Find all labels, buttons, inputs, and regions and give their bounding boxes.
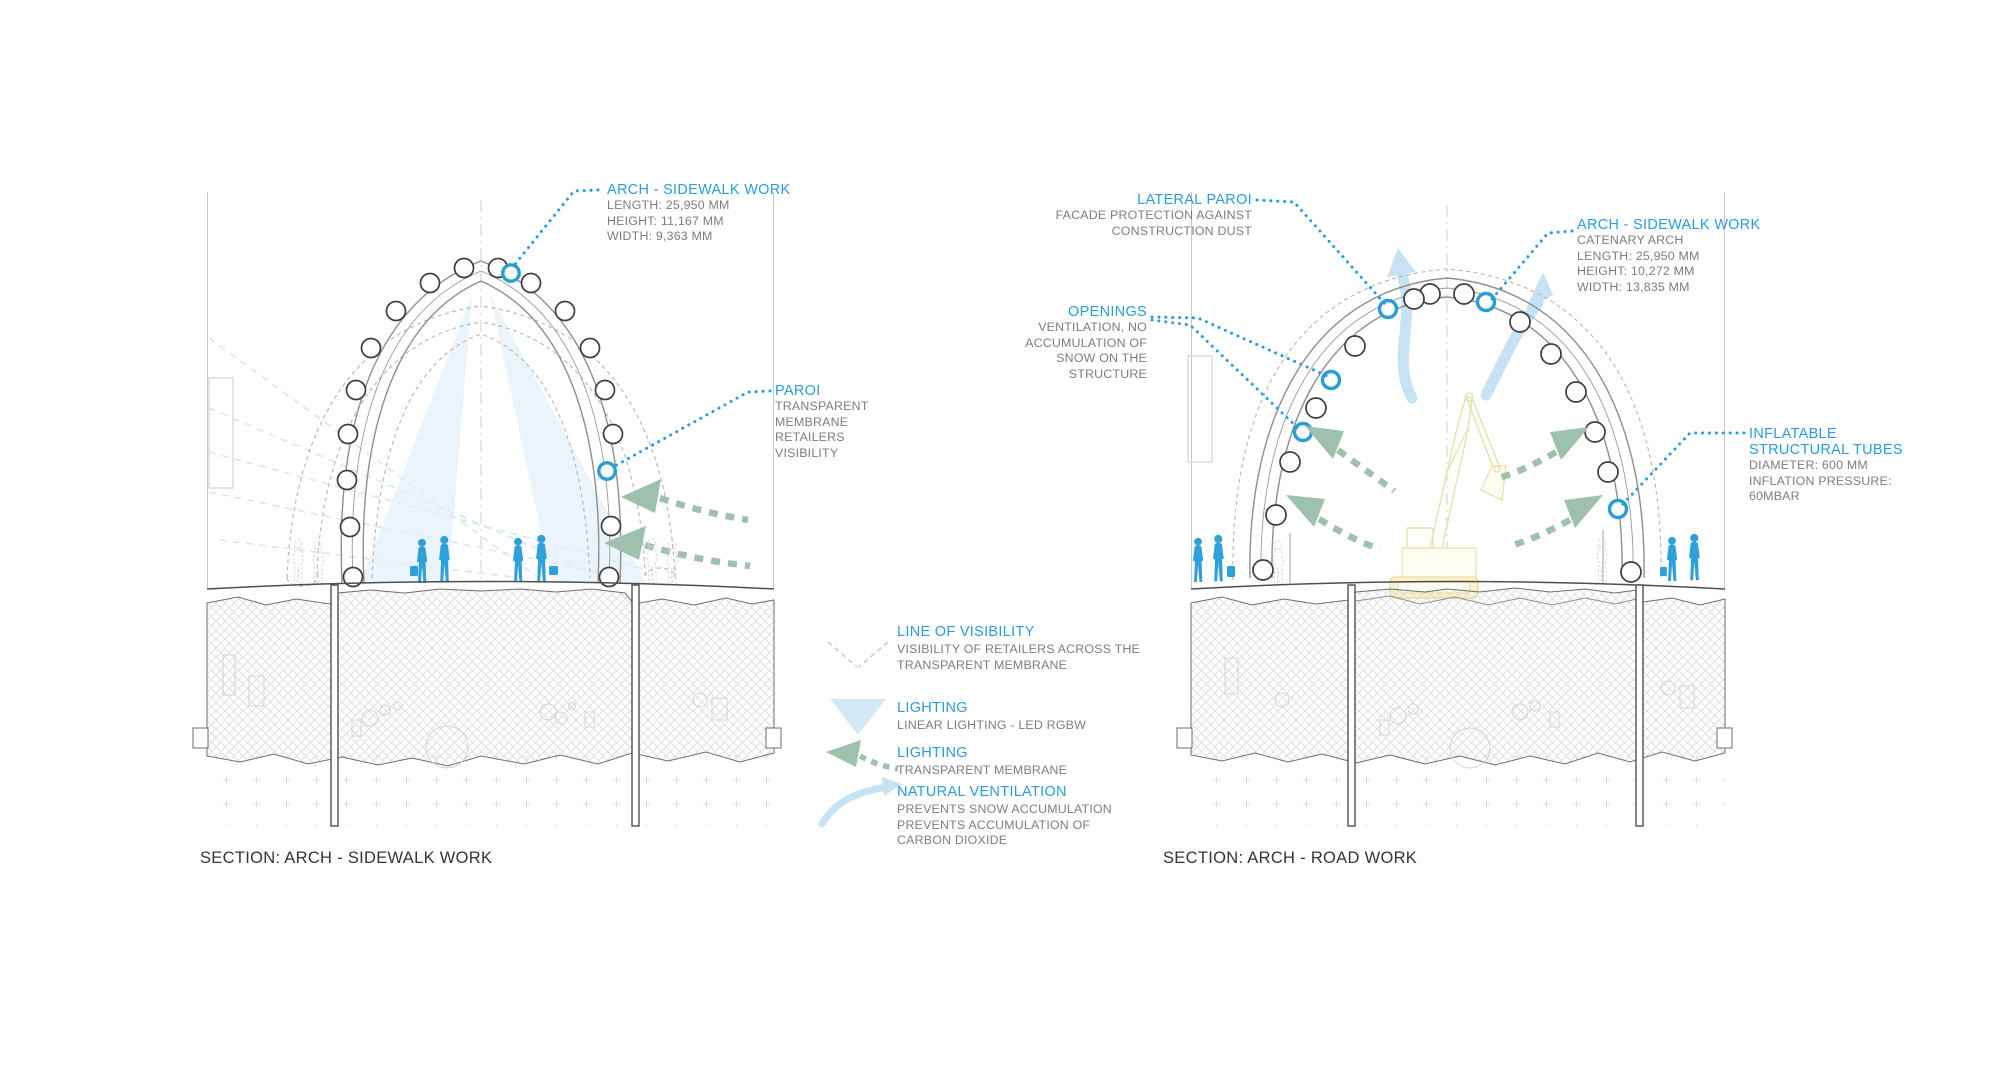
leader-lateral-paroi [1255,198,1387,306]
ground-left-diagram [192,580,782,827]
legend-line: CARBON DIOXIDE [897,833,1008,848]
annotation-line: ACCUMULATION OF [1025,335,1147,350]
annotation-line: SNOW ON THE [1056,351,1147,366]
annotation-title: PAROI [775,383,821,399]
annotation-line: RETAILERS [775,430,845,445]
membrane-light-arrows-left-diagram [604,479,751,570]
annotation-openings: OPENINGS VENTILATION, NO ACCUMULATION OF… [1002,304,1147,382]
legend-line: VISIBILITY OF RETAILERS ACROSS THE [897,642,1140,656]
left-arch-structure [336,257,624,588]
light-beam-icon [830,699,886,735]
annotation-line: HEIGHT: 11,167 MM [607,213,724,228]
annotation-line: LENGTH: 25,950 MM [607,198,730,212]
annotation-inflatable-tubes: INFLATABLE STRUCTURAL TUBES DIAMETER: 60… [1749,426,1904,505]
highlight-ring-arch-top [501,263,521,283]
legend-line: PREVENTS SNOW ACCUMULATION [897,802,1112,816]
leader-opening-2 [1150,318,1300,430]
legend-icons [818,641,902,828]
excavator-drawing [1368,392,1530,599]
lateral-wall-outline [1187,355,1213,463]
legend-line: PREVENTS ACCUMULATION OF [897,817,1091,832]
highlight-ring-paroi [597,461,617,481]
annotation-line: LENGTH: 25,950 MM [1577,248,1700,263]
annotation-line: INFLATION PRESSURE: [1749,473,1892,488]
pile-right [1635,584,1644,827]
section-arch-road-drawing [1150,192,1746,827]
annotation-line: MEMBRANE [775,414,849,429]
membrane-arrow-icon [826,740,899,772]
wind-swoosh-icon [818,777,902,828]
legend-item-lighting-membrane: LIGHTING TRANSPARENT MEMBRANE [897,745,1067,779]
annotation-line: VISIBILITY [775,445,839,460]
highlight-ring-tube [1607,498,1629,520]
section-title-road: SECTION: ARCH - ROAD WORK [1163,849,1418,867]
dashed-envelope-right [1232,268,1662,581]
pile-left [330,584,339,827]
annotation-lateral-paroi: LATERAL PAROI FACADE PROTECTION AGAINST … [1055,192,1252,239]
ground-right-diagram [1176,580,1733,827]
buried-utility-outlines [222,654,728,769]
legend-item-natural-ventilation: NATURAL VENTILATION PREVENTS SNOW ACCUMU… [897,784,1112,849]
highlight-ring-arch-top [1475,291,1497,313]
annotation-arch-road: ARCH - SIDEWALK WORK CATENARY ARCH LENGT… [1577,217,1761,295]
leader-paroi [611,389,772,469]
leader-tubes [1620,431,1746,507]
pile-left [1347,584,1356,827]
tube-cross-sections [336,257,624,588]
annotation-line: TRANSPARENT [775,399,869,413]
legend-title: LINE OF VISIBILITY [897,624,1035,640]
annotation-line: HEIGHT: 10,272 MM [1577,264,1695,279]
legend-title: NATURAL VENTILATION [897,784,1067,800]
annotation-line: WIDTH: 9,363 MM [607,229,713,244]
annotation-title: OPENINGS [1068,304,1147,320]
annotation-line: CONSTRUCTION DUST [1111,223,1252,238]
annotation-line: FACADE PROTECTION AGAINST [1055,208,1252,222]
light-beams [360,295,646,583]
leader-opening-1 [1150,315,1329,378]
legend-line: LINEAR LIGHTING - LED RGBW [897,718,1087,732]
annotation-line: 60MBAR [1749,489,1800,504]
annotation-title: ARCH - SIDEWALK WORK [607,182,791,198]
annotation-title: ARCH - SIDEWALK WORK [1577,217,1761,233]
legend-title: LIGHTING [897,700,968,716]
pile-right [631,584,640,827]
highlight-ring-opening-1 [1320,369,1342,391]
annotation-line: STRUCTURE [1068,366,1147,381]
annotation-line: DIAMETER: 600 MM [1749,458,1868,472]
section-arch-sidewalk-drawing [192,188,782,827]
tube-cross-sections [1252,283,1642,583]
annotation-paroi: PAROI TRANSPARENT MEMBRANE RETAILERS VIS… [775,383,869,461]
pedestrians-left-diagram [292,534,678,586]
dashed-sightlines-icon [827,641,889,668]
membrane-light-arrows-right-diagram [1286,426,1603,553]
highlight-ring-lateral-paroi [1377,298,1399,320]
legend-item-line-of-visibility: LINE OF VISIBILITY VISIBILITY OF RETAILE… [897,624,1140,673]
legend-line: TRANSPARENT MEMBRANE [897,657,1068,672]
section-title-sidewalk: SECTION: ARCH - SIDEWALK WORK [200,849,493,867]
pedestrians-right-diagram [1193,533,1700,586]
annotation-line: VENTILATION, NO [1038,320,1147,334]
annotation-title: LATERAL PAROI [1137,192,1252,208]
annotation-line: CATENARY ARCH [1577,233,1684,247]
legend-item-lighting-led: LIGHTING LINEAR LIGHTING - LED RGBW [897,700,1086,734]
legend-title: LIGHTING [897,745,968,761]
annotation-line: WIDTH: 13,835 MM [1577,279,1690,294]
annotation-arch-sidewalk-left: ARCH - SIDEWALK WORK LENGTH: 25,950 MM H… [607,182,791,245]
legend-line: TRANSPARENT MEMBRANE [897,763,1068,777]
dashed-envelope-arches [286,305,676,587]
left-shaft-outline [208,377,234,489]
leader-arch-sidewalk-left [510,188,600,270]
annotation-title: INFLATABLE STRUCTURAL TUBES [1749,426,1903,458]
leader-arch-road [1490,229,1574,301]
buried-utility-outlines [1224,657,1695,769]
